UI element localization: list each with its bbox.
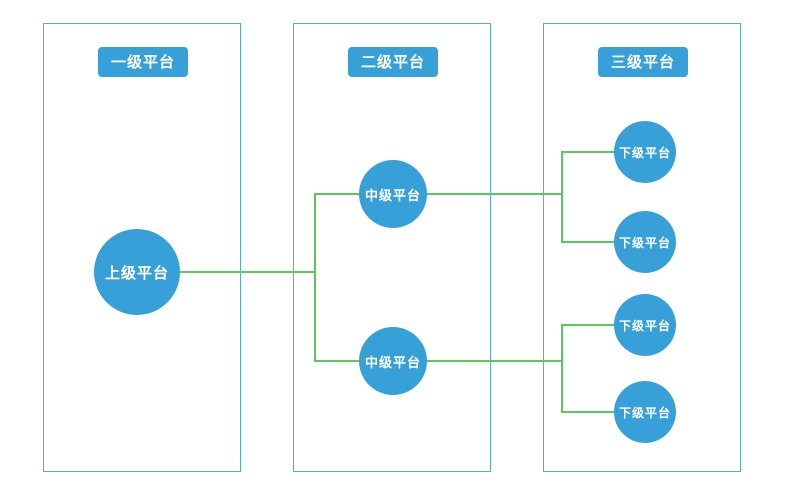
node-leaf-1[interactable]: 下级平台 xyxy=(614,121,676,183)
header-level-3[interactable]: 三级平台 xyxy=(598,47,688,77)
column-level-1 xyxy=(43,23,241,472)
node-mid-1[interactable]: 中级平台 xyxy=(359,160,427,228)
node-root[interactable]: 上级平台 xyxy=(94,229,180,315)
edge-mid1-to-leaves xyxy=(561,151,615,243)
header-level-2[interactable]: 二级平台 xyxy=(348,47,438,77)
node-leaf-2[interactable]: 下级平台 xyxy=(614,211,676,273)
node-mid-2[interactable]: 中级平台 xyxy=(359,327,427,395)
edge-root-to-mids xyxy=(314,193,360,362)
column-level-2 xyxy=(293,23,491,472)
edge-mid2-to-leaves xyxy=(561,324,615,413)
node-leaf-3[interactable]: 下级平台 xyxy=(614,294,676,356)
column-level-3 xyxy=(543,23,741,472)
header-level-1[interactable]: 一级平台 xyxy=(98,47,188,77)
node-leaf-4[interactable]: 下级平台 xyxy=(614,381,676,443)
